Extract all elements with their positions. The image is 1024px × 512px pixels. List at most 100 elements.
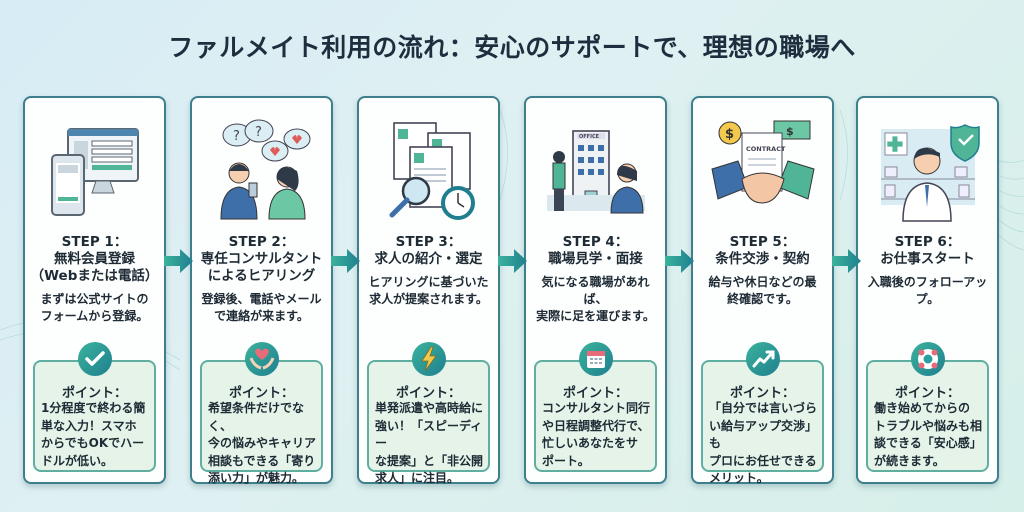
- point-text-line: コンサルタント同行: [542, 401, 651, 415]
- point-label: ポイント：: [562, 386, 628, 401]
- consultation-conversation-illustration: ? ?: [192, 116, 331, 228]
- point-text: 働き始めてからのトラブルや悩みも相談できる「安心感」が続きます。: [874, 400, 983, 470]
- step-card-2: ? ? STEP 2：専任コンサルタントによるヒアリング登録後、電話やメールで連…: [190, 96, 333, 485]
- flow-arrow-icon: [164, 249, 193, 273]
- step-card-6: STEP 6：お仕事スタート入職後のフォローアップ。 ポイント： 働き始めてから…: [856, 96, 999, 484]
- svg-text:$: $: [786, 125, 794, 138]
- handshake-contract-illustration: $ $ CONTRACT: [693, 116, 832, 228]
- point-text: 希望条件だけでなく、今の悩みやキャリア相談もできる「寄り添い力」が魅力。: [208, 400, 317, 488]
- step-heading-line: （Webまたは電話）: [30, 268, 159, 284]
- point-box: ポイント： 1分程度で終わる簡単な入力！スマホからでもOKでハードルが低い。: [33, 360, 156, 472]
- step-description: 気になる職場があれば、実際に足を運びます。: [530, 274, 661, 325]
- job-documents-magnifier-stopwatch-illustration: [359, 116, 498, 228]
- point-label: ポイント：: [61, 386, 127, 401]
- svg-text:CONTRACT: CONTRACT: [746, 145, 786, 153]
- devices-registration-form-illustration: [25, 116, 164, 228]
- lightning-icon: [411, 342, 446, 376]
- point-box: ポイント： コンサルタント同行や日程調整代行で、忙しいあなたをサポート。: [534, 360, 657, 472]
- svg-text:?: ?: [233, 129, 240, 144]
- point-label: ポイント：: [729, 386, 795, 401]
- step-heading-line: 専任コンサルタント: [200, 251, 323, 267]
- point-text-line: プロにお任せできる: [709, 453, 817, 468]
- step-card-4: OFFICE STEP 4：職場見学・面接気になる職場があれば、実際に足を運びま…: [524, 96, 667, 484]
- point-text-line: 1分程度で終わる簡: [41, 401, 146, 415]
- step-description-line: 入職後のフォローアッ: [867, 275, 988, 289]
- step-label: STEP 4：: [562, 234, 629, 250]
- point-text-line: ドルが低い。: [41, 453, 114, 468]
- step-description-line: で連絡が来ます。: [214, 309, 309, 323]
- point-text-line: 「自分では言いづら: [709, 401, 818, 415]
- point-text-line: からでもOKでハー: [41, 436, 145, 450]
- point-text-line: 今の悩みやキャリア: [208, 436, 317, 450]
- point-box: ポイント： 希望条件だけでなく、今の悩みやキャリア相談もできる「寄り添い力」が魅…: [200, 360, 323, 485]
- point-text-line: が続きます。: [874, 453, 945, 468]
- step-card-1: STEP 1：無料会員登録（Webまたは電話） まずは公式サイトのフォームから登録…: [23, 96, 166, 484]
- step-title: STEP 4：職場見学・面接: [526, 234, 665, 268]
- pharmacist-shield-illustration: [858, 116, 997, 228]
- step-card-3: STEP 3：求人の紹介・選定ヒアリングに基づいた求人が提案されます。 ポイント…: [357, 96, 500, 485]
- step-label: STEP 2：: [228, 234, 295, 250]
- point-text: 単発派遣や高時給に強い！「スピーディーな提案」と「非公開求人」に注目。: [375, 400, 484, 488]
- step-heading-line: 職場見学・面接: [548, 251, 643, 267]
- point-text-line: 忙しいあなたをサ: [542, 436, 639, 450]
- step-description-line: 登録後、電話やメール: [201, 292, 322, 306]
- point-text-line: トラブルや悩みも相: [874, 418, 983, 433]
- point-text: コンサルタント同行や日程調整代行で、忙しいあなたをサポート。: [542, 400, 651, 470]
- point-text-line: 単発派遣や高時給に: [375, 401, 484, 415]
- point-text-line: い給与アップ交渉」も: [709, 418, 818, 451]
- calendar-icon: [578, 342, 613, 376]
- step-heading-line: お仕事スタート: [880, 251, 975, 267]
- point-text: 「自分では言いづらい給与アップ交渉」もプロにお任せできるメリット。: [709, 400, 818, 488]
- point-box: ポイント： 働き始めてからのトラブルや悩みも相談できる「安心感」が続きます。: [866, 360, 989, 472]
- point-label: ポイント：: [894, 386, 960, 401]
- point-text-line: メリット。: [709, 471, 769, 485]
- svg-text:?: ?: [255, 125, 262, 140]
- step-description-line: まずは公式サイトの: [40, 292, 149, 306]
- step-description-line: 給与や休日などの最: [708, 275, 817, 289]
- point-text-line: 働き始めてからの: [874, 401, 971, 415]
- point-text-line: 添い力」が魅力。: [208, 471, 305, 485]
- heart-hands-icon: [244, 342, 279, 376]
- flow-arrow-icon: [331, 249, 360, 273]
- step-label: STEP 3：: [395, 234, 462, 250]
- point-text-line: 強い！「スピーディー: [375, 418, 483, 451]
- flow-arrow-icon: [498, 249, 527, 273]
- step-description-line: 気になる職場があれば、: [541, 275, 650, 306]
- point-text-line: な提案」と「非公開: [375, 453, 484, 468]
- point-text-line: 希望条件だけでなく、: [208, 401, 305, 433]
- step-description: 給与や休日などの最終確認です。: [697, 274, 828, 308]
- svg-text:$: $: [725, 127, 734, 142]
- point-text-line: 相談もできる「寄り: [208, 453, 316, 468]
- step-title: STEP 6：お仕事スタート: [858, 234, 997, 268]
- step-description-line: 実際に足を運びます。: [536, 309, 655, 323]
- step-description: ヒアリングに基づいた求人が提案されます。: [363, 274, 494, 308]
- step-title: STEP 5：条件交渉・契約: [693, 234, 832, 268]
- step-heading-line: によるヒアリング: [207, 268, 316, 284]
- step-heading-line: 無料会員登録: [54, 251, 135, 267]
- step-description: 登録後、電話やメールで連絡が来ます。: [196, 291, 327, 325]
- step-description-line: 終確認です。: [727, 292, 798, 306]
- step-description: まずは公式サイトのフォームから登録。: [29, 291, 160, 325]
- step-description-line: プ。: [915, 292, 940, 306]
- step-card-5: $ $ CONTRACT STEP 5：条件交渉・契約給与や休日などの最終確認で…: [691, 96, 834, 485]
- trend-up-icon: [745, 342, 780, 376]
- step-label: STEP 1：: [61, 234, 128, 250]
- point-text-line: ポート。: [542, 453, 590, 468]
- step-label: STEP 5：: [729, 234, 796, 250]
- point-text-line: 談できる「安心感」: [874, 436, 982, 450]
- flow-arrow-icon: [665, 249, 694, 273]
- lifebuoy-icon: [910, 342, 945, 376]
- checkmark-icon: [77, 342, 112, 376]
- step-heading-line: 求人の紹介・選定: [374, 251, 483, 267]
- point-label: ポイント：: [228, 386, 294, 401]
- step-description-line: ヒアリングに基づいた: [368, 275, 489, 289]
- point-box: ポイント： 「自分では言いづらい給与アップ交渉」もプロにお任せできるメリット。: [701, 360, 824, 485]
- point-text-line: や日程調整代行で、: [542, 418, 650, 433]
- step-title: STEP 2：専任コンサルタントによるヒアリング: [192, 234, 331, 285]
- step-description: 入職後のフォローアップ。: [862, 274, 993, 308]
- point-text-line: 求人」に注目。: [375, 471, 460, 485]
- point-box: ポイント： 単発派遣や高時給に強い！「スピーディーな提案」と「非公開求人」に注目…: [367, 360, 490, 485]
- flow-arrow-icon: [832, 249, 861, 273]
- page-title: ファルメイト利用の流れ：安心のサポートで、理想の職場へ: [168, 33, 856, 62]
- svg-text:OFFICE: OFFICE: [579, 134, 600, 140]
